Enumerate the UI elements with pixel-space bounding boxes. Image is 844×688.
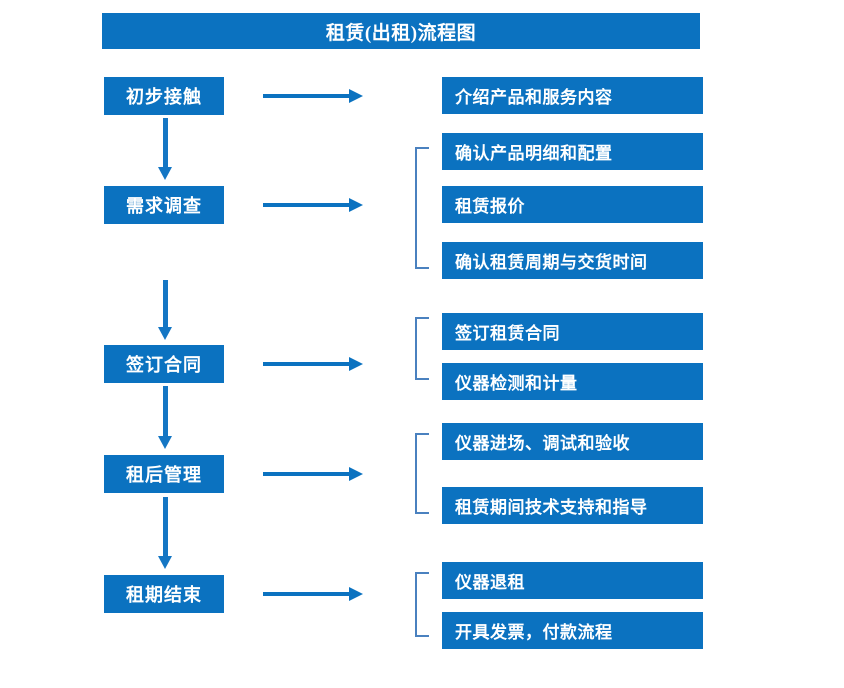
- vertical-arrow-head: [158, 167, 172, 180]
- horizontal-arrow-1: [263, 89, 363, 103]
- horizontal-arrow-head: [349, 89, 363, 103]
- stage-box-1[interactable]: 初步接触: [104, 77, 224, 115]
- stage-box-3[interactable]: 签订合同: [104, 345, 224, 383]
- detail-box-9[interactable]: 仪器退租: [442, 562, 703, 599]
- vertical-arrow-head: [158, 327, 172, 340]
- horizontal-arrow-shaft: [263, 203, 351, 207]
- detail-box-4[interactable]: 确认租赁周期与交货时间: [442, 242, 703, 279]
- vertical-arrow-shaft: [163, 497, 168, 557]
- vertical-arrow-head: [158, 436, 172, 449]
- detail-box-8[interactable]: 租赁期间技术支持和指导: [442, 487, 703, 524]
- horizontal-arrow-shaft: [263, 472, 351, 476]
- horizontal-arrow-head: [349, 357, 363, 371]
- diagram-title: 租赁(出租)流程图: [102, 13, 700, 49]
- stage-box-4[interactable]: 租后管理: [104, 455, 224, 493]
- horizontal-arrow-2: [263, 198, 363, 212]
- vertical-arrow-head: [158, 556, 172, 569]
- group-bracket-2: [415, 147, 429, 269]
- stage-box-2[interactable]: 需求调查: [104, 186, 224, 224]
- horizontal-arrow-head: [349, 587, 363, 601]
- horizontal-arrow-shaft: [263, 362, 351, 366]
- vertical-arrow-shaft: [163, 386, 168, 437]
- vertical-arrow-1: [158, 118, 172, 180]
- horizontal-arrow-shaft: [263, 94, 351, 98]
- horizontal-arrow-head: [349, 467, 363, 481]
- horizontal-arrow-head: [349, 198, 363, 212]
- stage-box-5[interactable]: 租期结束: [104, 575, 224, 613]
- vertical-arrow-shaft: [163, 280, 168, 328]
- horizontal-arrow-4: [263, 467, 363, 481]
- horizontal-arrow-3: [263, 357, 363, 371]
- vertical-arrow-3: [158, 386, 172, 449]
- detail-box-1[interactable]: 介绍产品和服务内容: [442, 77, 703, 114]
- group-bracket-3: [415, 317, 429, 380]
- vertical-arrow-2: [158, 280, 172, 340]
- horizontal-arrow-5: [263, 587, 363, 601]
- group-bracket-5: [415, 572, 429, 637]
- detail-box-3[interactable]: 租赁报价: [442, 186, 703, 223]
- detail-box-10[interactable]: 开具发票，付款流程: [442, 612, 703, 649]
- group-bracket-4: [415, 433, 429, 514]
- detail-box-5[interactable]: 签订租赁合同: [442, 313, 703, 350]
- vertical-arrow-4: [158, 497, 172, 569]
- horizontal-arrow-shaft: [263, 592, 351, 596]
- detail-box-6[interactable]: 仪器检测和计量: [442, 363, 703, 400]
- vertical-arrow-shaft: [163, 118, 168, 168]
- detail-box-2[interactable]: 确认产品明细和配置: [442, 133, 703, 170]
- detail-box-7[interactable]: 仪器进场、调试和验收: [442, 423, 703, 460]
